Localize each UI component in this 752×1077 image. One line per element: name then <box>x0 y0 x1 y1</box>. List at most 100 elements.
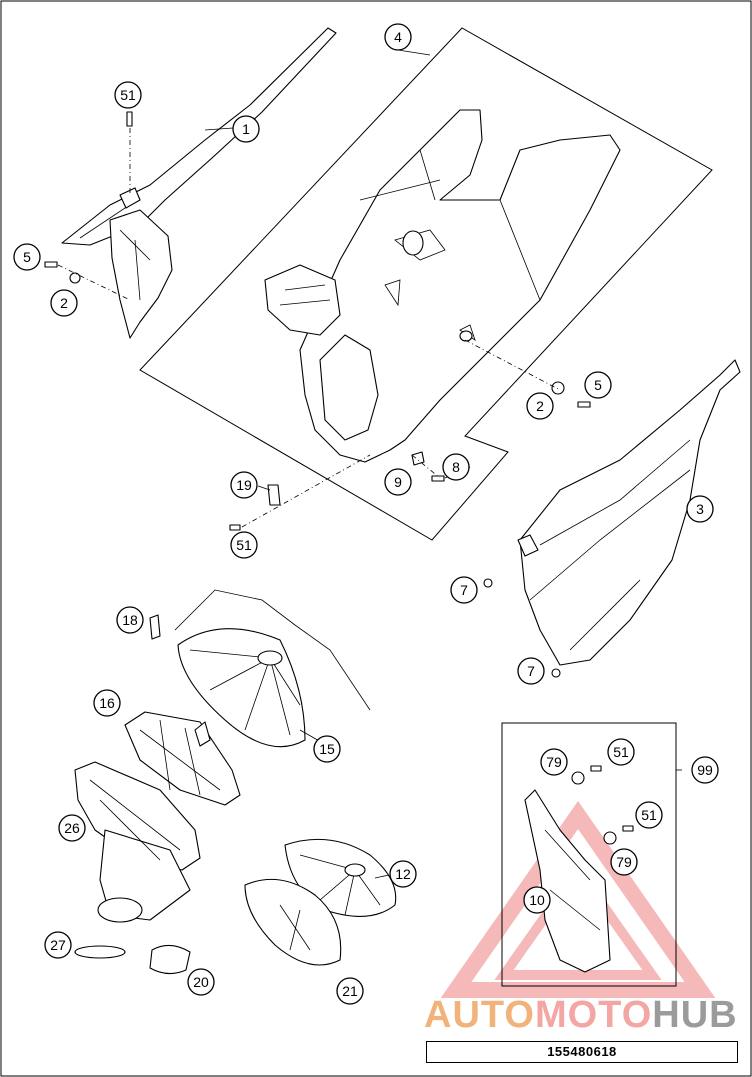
assembly-4-frame <box>139 27 713 541</box>
callout-label: 2 <box>60 295 68 311</box>
callout-label: 79 <box>616 854 632 870</box>
callout-circle <box>230 471 258 499</box>
small-hardware <box>44 111 634 845</box>
callout-label: 12 <box>395 866 411 882</box>
callout-circle <box>517 657 545 685</box>
callout-circle <box>44 931 72 959</box>
callout-label: 3 <box>696 501 704 517</box>
callout-circle <box>584 371 612 399</box>
callout-c21: 21 <box>336 977 364 1005</box>
callout-c99: 99 <box>691 756 719 784</box>
callout-label: 4 <box>394 29 402 45</box>
part-4-airbox <box>264 109 621 463</box>
callout-c7a: 7 <box>450 576 478 604</box>
part-15-filter <box>177 628 306 748</box>
kit-99-frame <box>501 722 677 987</box>
callout-label: 51 <box>641 807 657 823</box>
callout-label: 5 <box>23 249 31 265</box>
callout-c79b: 79 <box>610 848 638 876</box>
callout-circle <box>58 814 86 842</box>
callout-circle <box>336 977 364 1005</box>
watermark-part-3: HUB <box>652 994 738 1036</box>
callout-label: 51 <box>613 744 629 760</box>
callout-circle <box>313 735 341 763</box>
callout-label: 51 <box>236 537 252 553</box>
callout-label: 7 <box>527 663 535 679</box>
callout-c5b: 5 <box>584 371 612 399</box>
callout-c20: 20 <box>187 968 215 996</box>
callout-label: 1 <box>242 121 250 137</box>
callout-c3: 3 <box>686 495 714 523</box>
callout-circle <box>230 531 258 559</box>
callout-label: 10 <box>529 892 545 908</box>
callout-circle <box>540 748 568 776</box>
callout-circle <box>13 243 41 271</box>
callout-c2b: 2 <box>526 392 554 420</box>
callout-c7b: 7 <box>517 657 545 685</box>
callout-circle <box>93 689 121 717</box>
callout-c79a: 79 <box>540 748 568 776</box>
callout-c18: 18 <box>116 606 144 634</box>
callout-c27: 27 <box>44 931 72 959</box>
callout-circle <box>50 289 78 317</box>
callout-c8: 8 <box>442 453 470 481</box>
callout-circle <box>232 115 260 143</box>
part-20-sleeve <box>149 944 191 975</box>
callout-c26: 26 <box>58 814 86 842</box>
callout-circle <box>635 801 663 829</box>
callout-c12: 12 <box>389 860 417 888</box>
callout-circle <box>384 468 412 496</box>
callout-label: 9 <box>394 474 402 490</box>
callout-label: 27 <box>50 937 66 953</box>
callout-label: 26 <box>64 820 80 836</box>
callout-circle <box>442 453 470 481</box>
callout-label: 5 <box>594 377 602 393</box>
callout-c51a: 51 <box>114 81 142 109</box>
callout-c19: 19 <box>230 471 258 499</box>
callout-c16: 16 <box>93 689 121 717</box>
callout-circle <box>526 392 554 420</box>
callout-c5a: 5 <box>13 243 41 271</box>
callout-label: 18 <box>122 612 138 628</box>
callout-label: 19 <box>236 477 252 493</box>
callout-circle <box>691 756 719 784</box>
callout-c51c: 51 <box>607 738 635 766</box>
part-number: 155480618 <box>426 1041 738 1063</box>
part-18-wire-bracket <box>149 589 371 711</box>
assembly-axes <box>57 128 561 528</box>
part-1-rail-cover <box>61 27 337 339</box>
part-21-foam <box>244 878 342 966</box>
callout-label: 7 <box>460 582 468 598</box>
callout-circle <box>116 606 144 634</box>
callout-c4: 4 <box>384 23 412 51</box>
callout-circle <box>187 968 215 996</box>
callout-circle <box>523 886 551 914</box>
callout-circle <box>384 23 412 51</box>
callout-label: 99 <box>697 762 713 778</box>
callout-c2a: 2 <box>50 289 78 317</box>
callout-c1: 1 <box>232 115 260 143</box>
watermark-text: AUTOMOTOHUB <box>424 994 738 1037</box>
callout-circle <box>389 860 417 888</box>
callout-circle <box>450 576 478 604</box>
callout-circle <box>114 81 142 109</box>
part-26-intake-boot <box>74 761 201 923</box>
callout-c9: 9 <box>384 468 412 496</box>
callout-label: 16 <box>99 695 115 711</box>
callout-label: 21 <box>342 983 358 999</box>
watermark-logo <box>440 801 716 998</box>
callout-c51b: 51 <box>230 531 258 559</box>
callout-label: 20 <box>193 974 209 990</box>
callout-circle <box>610 848 638 876</box>
callout-c10: 10 <box>523 886 551 914</box>
part-3-side-cover <box>517 359 741 666</box>
watermark-part-1: AUTO <box>424 994 535 1036</box>
part-16-filter-cage <box>124 711 241 806</box>
callout-label: 2 <box>536 398 544 414</box>
callout-label: 8 <box>452 459 460 475</box>
callout-label: 51 <box>120 87 136 103</box>
callout-circle <box>686 495 714 523</box>
callout-circle <box>607 738 635 766</box>
